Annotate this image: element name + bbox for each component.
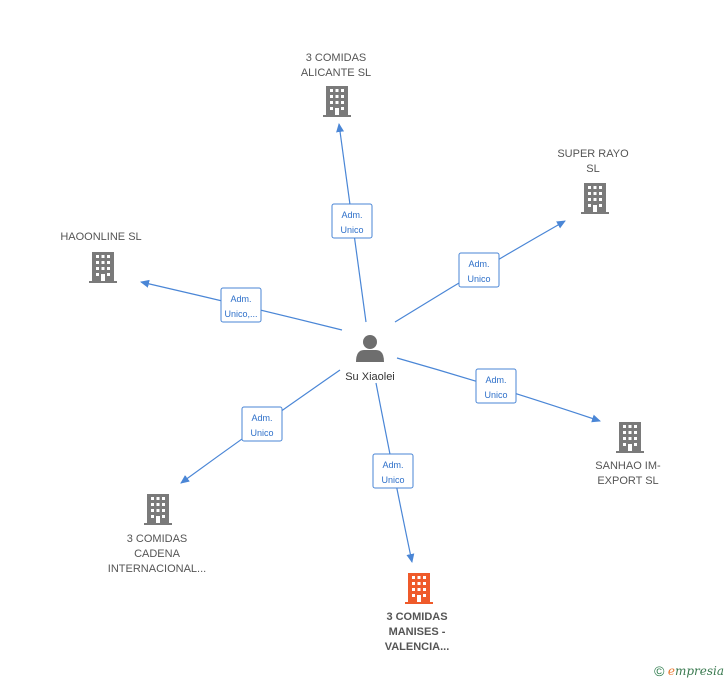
edge-label-text: Adm.: [468, 259, 489, 269]
edge-label-text: Adm.: [485, 375, 506, 385]
edge-label-text: Unico: [467, 274, 490, 284]
edge-label-box: [241, 406, 283, 442]
edge-label-text: Unico: [484, 390, 507, 400]
company-node-haoonline[interactable]: HAOONLINE SL: [60, 231, 142, 283]
edge-label-alicante[interactable]: Adm. Unico: [331, 203, 373, 239]
edge-label-text: Adm.: [382, 460, 403, 470]
edge-label-text: Adm.: [251, 413, 272, 423]
edge-label-cadena[interactable]: Adm. Unico: [241, 406, 283, 442]
company-name: INTERNACIONAL...: [108, 563, 206, 575]
company-name: HAOONLINE SL: [60, 231, 141, 243]
company-name: 3 COMIDAS: [306, 52, 367, 64]
company-name: SUPER RAYO: [557, 148, 629, 160]
copyright-symbol: ©: [654, 663, 665, 679]
building-icon: [581, 183, 609, 214]
company-node-superrayo[interactable]: SUPER RAYO SL: [557, 148, 629, 214]
edge-label-sanhao[interactable]: Adm. Unico: [475, 368, 517, 404]
building-icon: [89, 252, 117, 283]
company-name: VALENCIA...: [385, 641, 450, 653]
edge-label-text: Adm.: [230, 294, 251, 304]
edge-label-box: [458, 252, 500, 288]
edge-label-box: [372, 453, 414, 489]
company-node-cadena[interactable]: 3 COMIDAS CADENA INTERNACIONAL...: [108, 494, 206, 575]
edge-label-box: [331, 203, 373, 239]
edge-label-manises[interactable]: Adm. Unico: [372, 453, 414, 489]
brand-logo: empresia: [667, 664, 724, 678]
edge-label-box: [220, 287, 262, 323]
company-name: 3 COMIDAS: [386, 611, 447, 623]
building-icon: [323, 86, 351, 117]
building-icon: [616, 422, 644, 453]
edge-label-text: Unico: [381, 475, 404, 485]
footer-brand: © empresia: [654, 663, 724, 679]
edge-label-haoonline[interactable]: Adm. Unico,...: [220, 287, 262, 323]
building-icon: [405, 573, 433, 604]
edge-label-text: Adm.: [341, 210, 362, 220]
edge-label-text: Unico: [340, 225, 363, 235]
company-name: ALICANTE SL: [301, 67, 371, 79]
company-name: SL: [586, 163, 599, 175]
company-name: EXPORT SL: [597, 475, 658, 487]
company-name: MANISES -: [389, 626, 446, 638]
company-node-alicante[interactable]: 3 COMIDAS ALICANTE SL: [301, 52, 371, 117]
edge-label-box: [475, 368, 517, 404]
company-node-manises[interactable]: 3 COMIDAS MANISES - VALENCIA...: [385, 573, 450, 653]
edge-label-text: Unico: [250, 428, 273, 438]
edge-label-text: Unico,...: [224, 309, 257, 319]
building-icon: [144, 494, 172, 525]
edge-label-superrayo[interactable]: Adm. Unico: [458, 252, 500, 288]
person-name: Su Xiaolei: [345, 371, 395, 383]
person-icon: [356, 335, 384, 362]
company-name: CADENA: [134, 548, 181, 560]
company-node-sanhao[interactable]: SANHAO IM- EXPORT SL: [595, 422, 661, 487]
company-name: 3 COMIDAS: [127, 533, 188, 545]
person-node[interactable]: Su Xiaolei: [345, 335, 395, 383]
company-name: SANHAO IM-: [595, 460, 661, 472]
